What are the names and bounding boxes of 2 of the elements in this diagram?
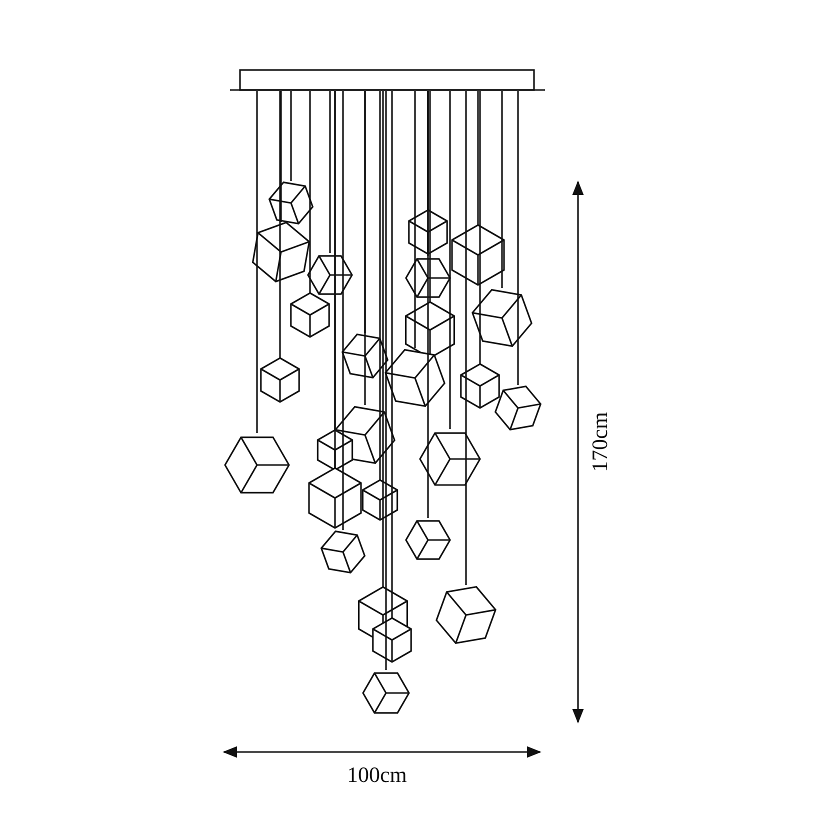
- dimension-label: 100cm: [347, 764, 407, 786]
- dimension-label: 170cm: [588, 412, 611, 472]
